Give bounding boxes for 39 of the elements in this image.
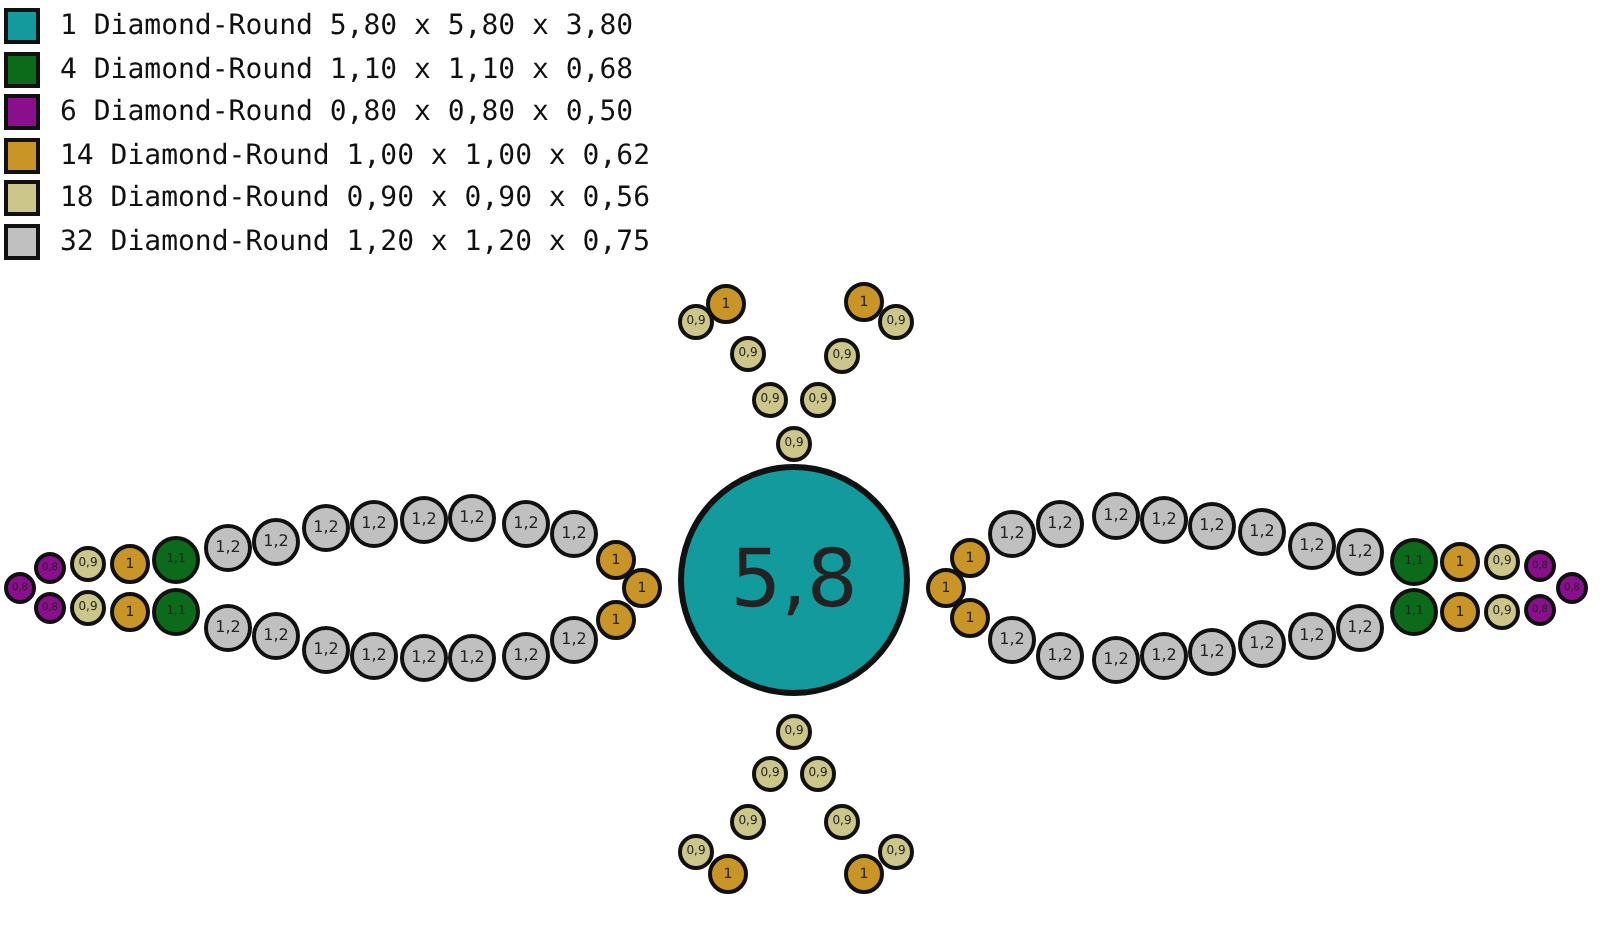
stone-circle: 1,2 <box>1188 502 1236 550</box>
stone-circle: 1,2 <box>1140 632 1188 680</box>
stone-circle: 1,2 <box>1238 508 1286 556</box>
stone-circle: 1,2 <box>302 504 350 552</box>
legend-text: 1 Diamond-Round 5,80 x 5,80 x 3,80 <box>60 8 634 44</box>
stone-circle: 1,2 <box>252 612 300 660</box>
stone-circle: 1,2 <box>400 496 448 544</box>
stone-circle: 1,2 <box>350 632 398 680</box>
stone-circle: 1,2 <box>1288 612 1336 660</box>
center-stone-circle: 5,8 <box>678 464 910 696</box>
legend-text: 14 Diamond-Round 1,00 x 1,00 x 0,62 <box>60 137 651 173</box>
stone-circle: 1,2 <box>252 518 300 566</box>
legend-text: 6 Diamond-Round 0,80 x 0,80 x 0,50 <box>60 94 634 130</box>
stone-circle: 1,2 <box>1288 522 1336 570</box>
stone-circle: 1,2 <box>1092 636 1140 684</box>
stone-circle: 1,2 <box>1036 632 1084 680</box>
stone-circle: 1,2 <box>1140 496 1188 544</box>
stone-circle: 1,2 <box>502 632 550 680</box>
stone-circle: 1,2 <box>550 616 598 664</box>
stone-circle: 1,2 <box>1188 628 1236 676</box>
legend-text: 18 Diamond-Round 0,90 x 0,90 x 0,56 <box>60 180 651 216</box>
stone-circle: 1,2 <box>448 634 496 682</box>
stone-circle: 1,2 <box>1336 604 1384 652</box>
stone-circle: 1,2 <box>1092 492 1140 540</box>
stone-circle: 1,2 <box>400 634 448 682</box>
stone-circle: 1,2 <box>448 494 496 542</box>
legend-text: 4 Diamond-Round 1,10 x 1,10 x 0,68 <box>60 51 634 87</box>
stone-circle: 1,2 <box>502 500 550 548</box>
stone-circle: 1,2 <box>550 510 598 558</box>
stone-circle: 1,2 <box>302 626 350 674</box>
stone-circle: 1,2 <box>204 604 252 652</box>
stone-circle: 1,2 <box>1336 528 1384 576</box>
legend-text: 32 Diamond-Round 1,20 x 1,20 x 0,75 <box>60 223 651 259</box>
stone-circle: 1,2 <box>988 510 1036 558</box>
stone-circle: 1,2 <box>1238 620 1286 668</box>
stone-circle: 1,2 <box>204 524 252 572</box>
stone-circle: 1,2 <box>1036 500 1084 548</box>
stone-circle: 1,2 <box>350 500 398 548</box>
stone-circle: 1,2 <box>988 616 1036 664</box>
